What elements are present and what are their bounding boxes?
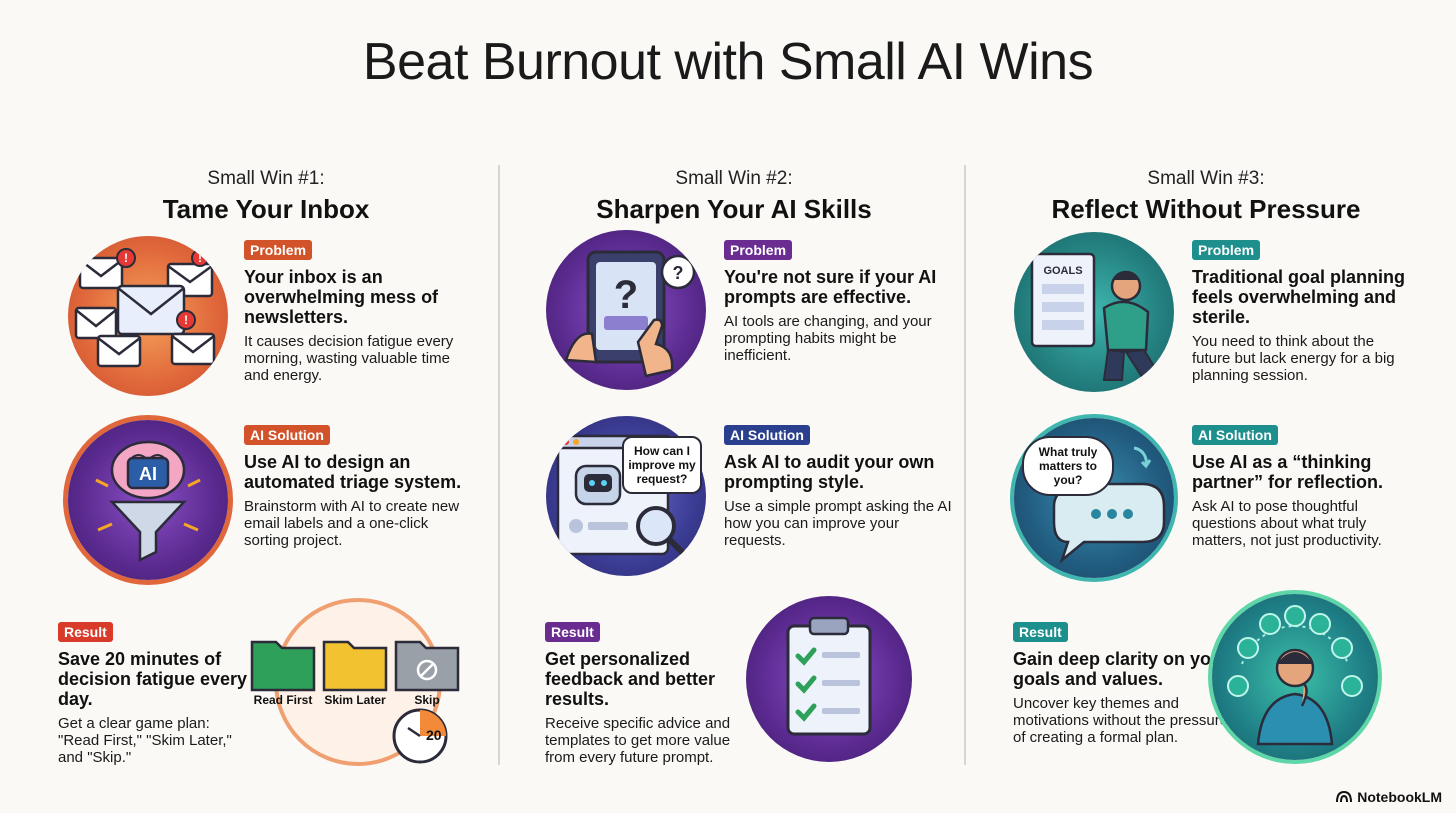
solution-badge: AI Solution xyxy=(244,425,330,445)
column-header-inbox: Small Win #1: Tame Your Inbox xyxy=(46,168,486,225)
result-badge: Result xyxy=(545,622,600,642)
column-divider xyxy=(964,165,966,765)
notebook-label: GOALS xyxy=(1043,265,1082,277)
problem-badge: Problem xyxy=(1192,240,1261,260)
folder-read-first-label: Read First xyxy=(254,693,313,707)
folder-skim-later-label: Skim Later xyxy=(324,693,386,707)
solution-badge: AI Solution xyxy=(1192,425,1278,445)
speech-bubble: How can I improve my request? xyxy=(622,436,702,494)
result-block: Result Gain deep clarity on your goals a… xyxy=(1013,622,1238,746)
folders-timer-icon: Read First Skim Later Skip 20 xyxy=(240,590,470,770)
column-header-reflect: Small Win #3: Reflect Without Pressure xyxy=(986,168,1426,225)
result-description: Receive specific advice and templates to… xyxy=(545,715,731,766)
solution-badge: AI Solution xyxy=(724,425,810,445)
svg-text:!: ! xyxy=(124,251,128,265)
checklist-clipboard-icon xyxy=(746,596,912,762)
solution-description: Brainstorm with AI to create new email l… xyxy=(244,498,460,549)
solution-block: AI Solution Ask AI to audit your own pro… xyxy=(724,425,954,549)
problem-heading: Your inbox is an overwhelming mess of ne… xyxy=(244,267,439,327)
timer-label: 20 xyxy=(426,727,442,743)
column-subtitle: Small Win #1: xyxy=(207,168,325,189)
brand-label: NotebookLM xyxy=(1357,789,1442,805)
solution-block: AI Solution Use AI to design an automate… xyxy=(244,425,474,549)
solution-description: Use a simple prompt asking the AI how yo… xyxy=(724,498,952,549)
page-title: Beat Burnout with Small AI Wins xyxy=(362,33,1094,91)
problem-badge: Problem xyxy=(724,240,793,260)
notebooklm-logo-icon xyxy=(1336,791,1353,803)
result-heading: Gain deep clarity on your goals and valu… xyxy=(1013,649,1230,689)
solution-block: AI Solution Use AI as a “thinking partne… xyxy=(1192,425,1412,549)
result-description: Uncover key themes and motivations witho… xyxy=(1013,695,1229,746)
solution-heading: Ask AI to audit your own prompting style… xyxy=(724,452,935,492)
speech-bubble-text: What truly matters to you? xyxy=(1038,445,1098,487)
svg-text:?: ? xyxy=(673,263,684,283)
result-description: Get a clear game plan: "Read First," "Sk… xyxy=(58,715,232,766)
column-title: Sharpen Your AI Skills xyxy=(596,194,872,224)
problem-description: AI tools are changing, and your promptin… xyxy=(724,313,932,364)
thinking-person-icon xyxy=(1212,594,1378,760)
problem-block: Problem Traditional goal planning feels … xyxy=(1192,240,1412,384)
envelopes-icon: !!! xyxy=(68,236,228,396)
folder-skip-label: Skip xyxy=(414,693,439,707)
problem-description: You need to think about the future but l… xyxy=(1192,333,1395,384)
stressed-person-icon: GOALS xyxy=(1014,232,1174,392)
column-title: Reflect Without Pressure xyxy=(1051,194,1361,224)
column-subtitle: Small Win #3: xyxy=(1147,168,1265,189)
problem-block: Problem Your inbox is an overwhelming me… xyxy=(244,240,474,384)
column-subtitle: Small Win #2: xyxy=(675,168,793,189)
svg-text:!: ! xyxy=(198,251,202,265)
problem-heading: Traditional goal planning feels overwhel… xyxy=(1192,267,1406,327)
tablet-question-icon: ? ? xyxy=(546,230,706,390)
column-divider xyxy=(498,165,500,765)
problem-description: It causes decision fatigue every morning… xyxy=(244,333,454,384)
result-block: Result Get personalized feedback and bet… xyxy=(545,622,740,766)
speech-bubble-text: How can I improve my request? xyxy=(628,444,696,486)
ai-chip-label: AI xyxy=(139,464,157,484)
result-badge: Result xyxy=(1013,622,1068,642)
ai-funnel-icon: AI xyxy=(68,420,228,580)
solution-heading: Use AI to design an automated triage sys… xyxy=(244,452,462,492)
column-header-ai-skills: Small Win #2: Sharpen Your AI Skills xyxy=(514,168,954,225)
svg-text:?: ? xyxy=(614,273,638,317)
notebooklm-brand: NotebookLM xyxy=(1336,789,1442,805)
result-block: Result Save 20 minutes of decision fatig… xyxy=(58,622,248,766)
solution-heading: Use AI as a “thinking partner” for refle… xyxy=(1192,452,1384,492)
result-badge: Result xyxy=(58,622,113,642)
column-title: Tame Your Inbox xyxy=(162,194,370,224)
speech-bubble: What truly matters to you? xyxy=(1022,436,1114,496)
problem-block: Problem You're not sure if your AI promp… xyxy=(724,240,954,364)
result-heading: Get personalized feedback and better res… xyxy=(545,649,716,709)
problem-badge: Problem xyxy=(244,240,313,260)
svg-text:!: ! xyxy=(184,313,188,327)
solution-description: Ask AI to pose thoughtful questions abou… xyxy=(1192,498,1382,549)
problem-heading: You're not sure if your AI prompts are e… xyxy=(724,267,937,307)
result-heading: Save 20 minutes of decision fatigue ever… xyxy=(58,649,248,709)
